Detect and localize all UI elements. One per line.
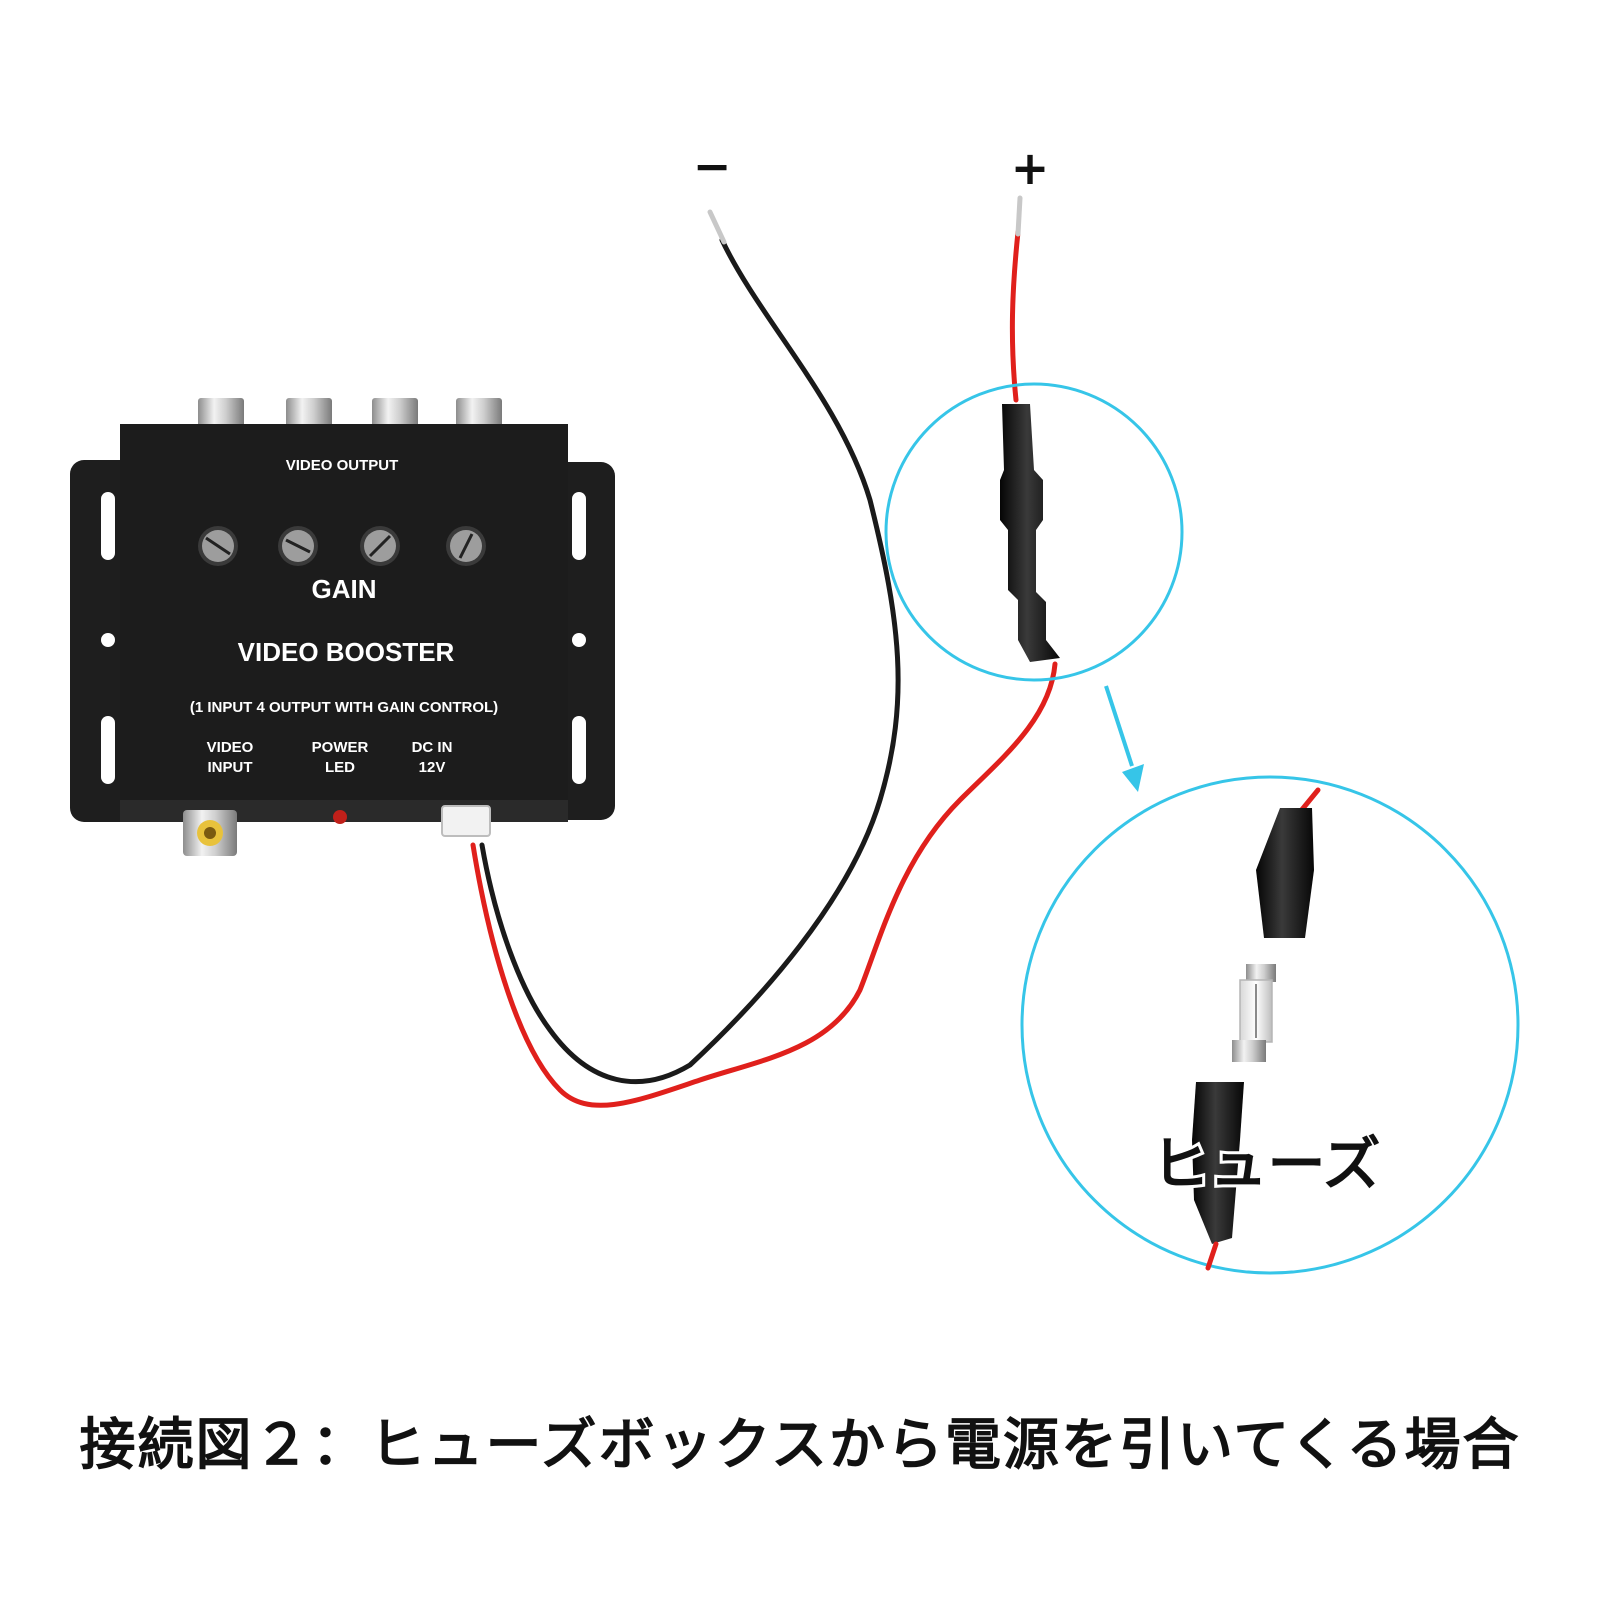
power-led-label-line1: POWER (312, 739, 369, 756)
flange-hole (572, 633, 586, 647)
positive-wire-tip (1015, 195, 1023, 237)
positive-wire (470, 195, 1058, 1108)
power-led-label-line2: LED (325, 759, 355, 776)
gain-label: GAIN (312, 574, 377, 604)
flange-slot (101, 492, 115, 560)
video-booster-device: VIDEO OUTPUT GAIN VIDEO BOOSTER (1 INPUT… (70, 398, 615, 856)
flange-slot (572, 716, 586, 784)
fuse-holder-callout-circle (884, 382, 1184, 682)
video-output-label: VIDEO OUTPUT (286, 457, 399, 474)
gain-knobs (198, 526, 486, 566)
dc-in-connector (441, 805, 491, 837)
flange-hole (101, 633, 115, 647)
product-subtitle: (1 INPUT 4 OUTPUT WITH GAIN CONTROL) (190, 699, 498, 716)
video-input-label-line2: INPUT (208, 759, 253, 776)
red-wire-bottom (1205, 1241, 1219, 1271)
negative-wire (479, 209, 901, 1085)
fuse-holder-assembled (1000, 404, 1060, 662)
rca-input-jack (183, 810, 237, 856)
positive-symbol: + (1011, 141, 1050, 195)
negative-symbol: − (693, 139, 732, 193)
fuse-label: ヒューズ (1151, 1130, 1380, 1198)
product-name: VIDEO BOOSTER (238, 637, 455, 667)
fuse-holder-exploded (1192, 787, 1321, 1271)
fuse-holder-lower-half (1192, 1082, 1244, 1244)
device-body (120, 424, 568, 814)
callout-arrow (1104, 685, 1144, 792)
glass-fuse (1232, 964, 1276, 1062)
dc-in-label-line2: 12V (419, 759, 446, 776)
video-input-label-line1: VIDEO (207, 739, 254, 756)
power-led (333, 810, 347, 824)
flange-slot (101, 716, 115, 784)
flange-slot (572, 492, 586, 560)
fuse-callout-circle (1020, 775, 1520, 1275)
negative-wire-tip (707, 209, 727, 245)
dc-in-label-line1: DC IN (412, 739, 453, 756)
diagram-caption: 接続図２：ヒューズボックスから電源を引いてくる場合 (79, 1413, 1521, 1478)
fuse-holder-upper-half (1256, 808, 1314, 938)
